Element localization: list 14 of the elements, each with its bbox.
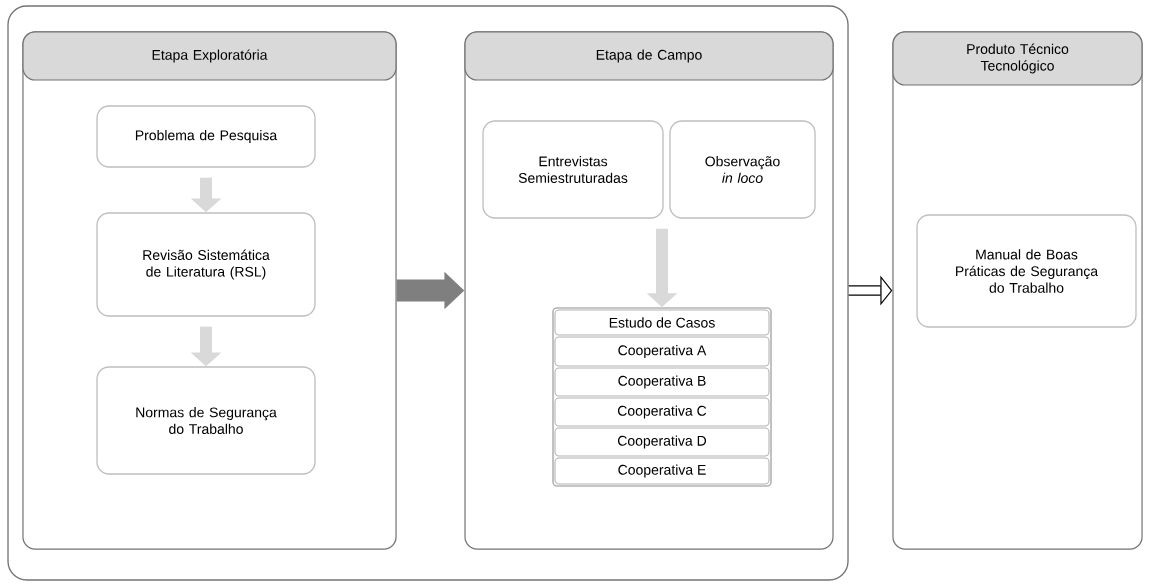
process-box: Manual de Boas Práticas de Segurança do Trabalho xyxy=(916,214,1137,328)
table-row: Estudo de Casos xyxy=(554,309,770,336)
table-row: Cooperativa A xyxy=(554,336,770,367)
process-box: Normas de Segurança do Trabalho xyxy=(96,366,316,475)
table-row: Cooperativa D xyxy=(554,427,770,457)
process-box: Problema de Pesquisa xyxy=(96,105,316,168)
table-row: Cooperativa B xyxy=(554,367,770,397)
process-box: Observação in loco xyxy=(669,120,816,219)
case-table xyxy=(552,307,772,487)
process-box: Entrevistas Semiestruturadas xyxy=(482,120,664,219)
table-row: Cooperativa E xyxy=(554,457,770,485)
process-box: Revisão Sistemática de Literatura (RSL) xyxy=(96,212,316,317)
table-row: Cooperativa C xyxy=(554,397,770,427)
outer-frame xyxy=(7,5,849,581)
